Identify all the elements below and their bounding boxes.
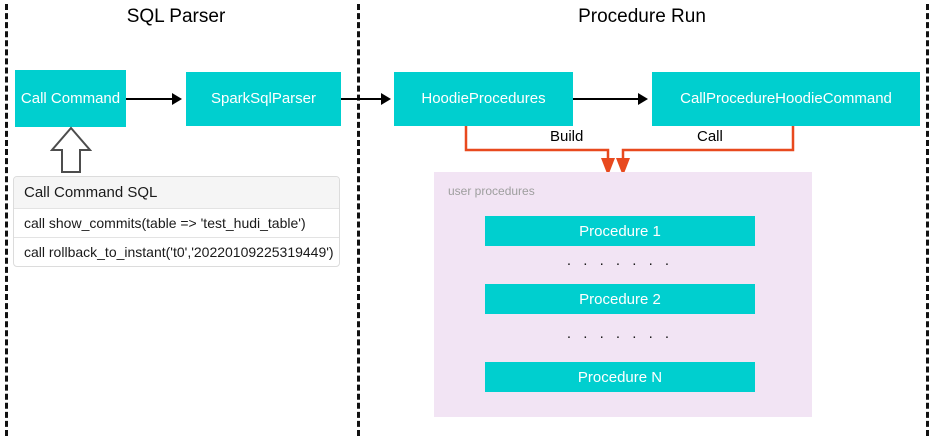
edge-label-build: Build — [545, 128, 589, 145]
separator-line-left — [5, 4, 8, 436]
user-procedures-label: user procedures — [448, 184, 535, 198]
separator-line-right — [926, 4, 929, 436]
up-arrow-icon — [49, 126, 93, 174]
node-hoodie-procedures[interactable]: HoodieProcedures — [394, 72, 573, 126]
procedure-box-n[interactable]: Procedure N — [485, 362, 755, 392]
sql-table-row: call rollback_to_instant('t0','202201092… — [24, 244, 334, 260]
arrow-call-command-to-spark-sql-parser — [126, 98, 174, 100]
user-procedures-panel: user procedures Procedure 1 . . . . . . … — [434, 172, 812, 417]
sql-table-row: call show_commits(table => 'test_hudi_ta… — [14, 209, 339, 238]
arrow-hoodie-procedures-to-call-procedure-hoodie-command — [573, 98, 640, 100]
section-title-sql-parser: SQL Parser — [126, 6, 226, 27]
arrow-spark-sql-parser-to-hoodie-procedures — [341, 98, 383, 100]
node-spark-sql-parser[interactable]: SparkSqlParser — [186, 72, 341, 126]
procedure-box-1[interactable]: Procedure 1 — [485, 216, 755, 246]
arrow-head-icon — [381, 93, 391, 105]
sql-table-header: Call Command SQL — [14, 177, 339, 209]
edge-label-call: Call — [692, 128, 728, 145]
procedure-ellipsis: . . . . . . . — [566, 325, 674, 342]
node-call-procedure-hoodie-command[interactable]: CallProcedureHoodieCommand — [652, 72, 920, 126]
separator-line-middle — [357, 4, 360, 436]
arrow-head-icon — [172, 93, 182, 105]
call-command-sql-table: Call Command SQL call show_commits(table… — [13, 176, 340, 267]
procedure-ellipsis: . . . . . . . — [566, 252, 674, 269]
section-title-procedure-run: Procedure Run — [578, 6, 706, 27]
node-call-command[interactable]: Call Command — [15, 70, 126, 127]
procedure-box-2[interactable]: Procedure 2 — [485, 284, 755, 314]
arrow-head-icon — [638, 93, 648, 105]
